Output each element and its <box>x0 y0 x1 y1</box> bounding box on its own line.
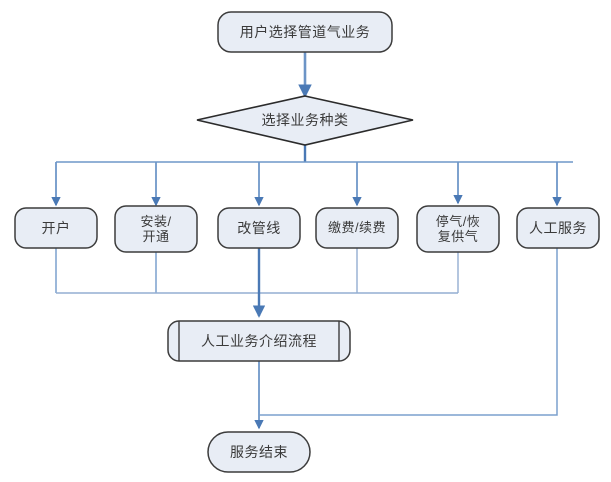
node-subprocess-shape[interactable] <box>167 320 351 362</box>
node-opt-gas-stop-shape[interactable] <box>416 205 500 253</box>
node-opt-payment-shape[interactable] <box>315 207 399 249</box>
node-opt-install-shape[interactable] <box>114 205 198 253</box>
node-start-shape[interactable] <box>217 11 393 53</box>
node-decision-shape[interactable] <box>196 95 414 146</box>
node-opt-open-account-shape[interactable] <box>14 207 98 249</box>
node-opt-repipe-shape[interactable] <box>217 207 301 249</box>
edge-opt-manual-service-to-end <box>259 248 558 416</box>
node-end-shape[interactable] <box>207 431 311 473</box>
connector-layer <box>14 11 600 473</box>
node-opt-manual-service-shape[interactable] <box>516 207 600 249</box>
